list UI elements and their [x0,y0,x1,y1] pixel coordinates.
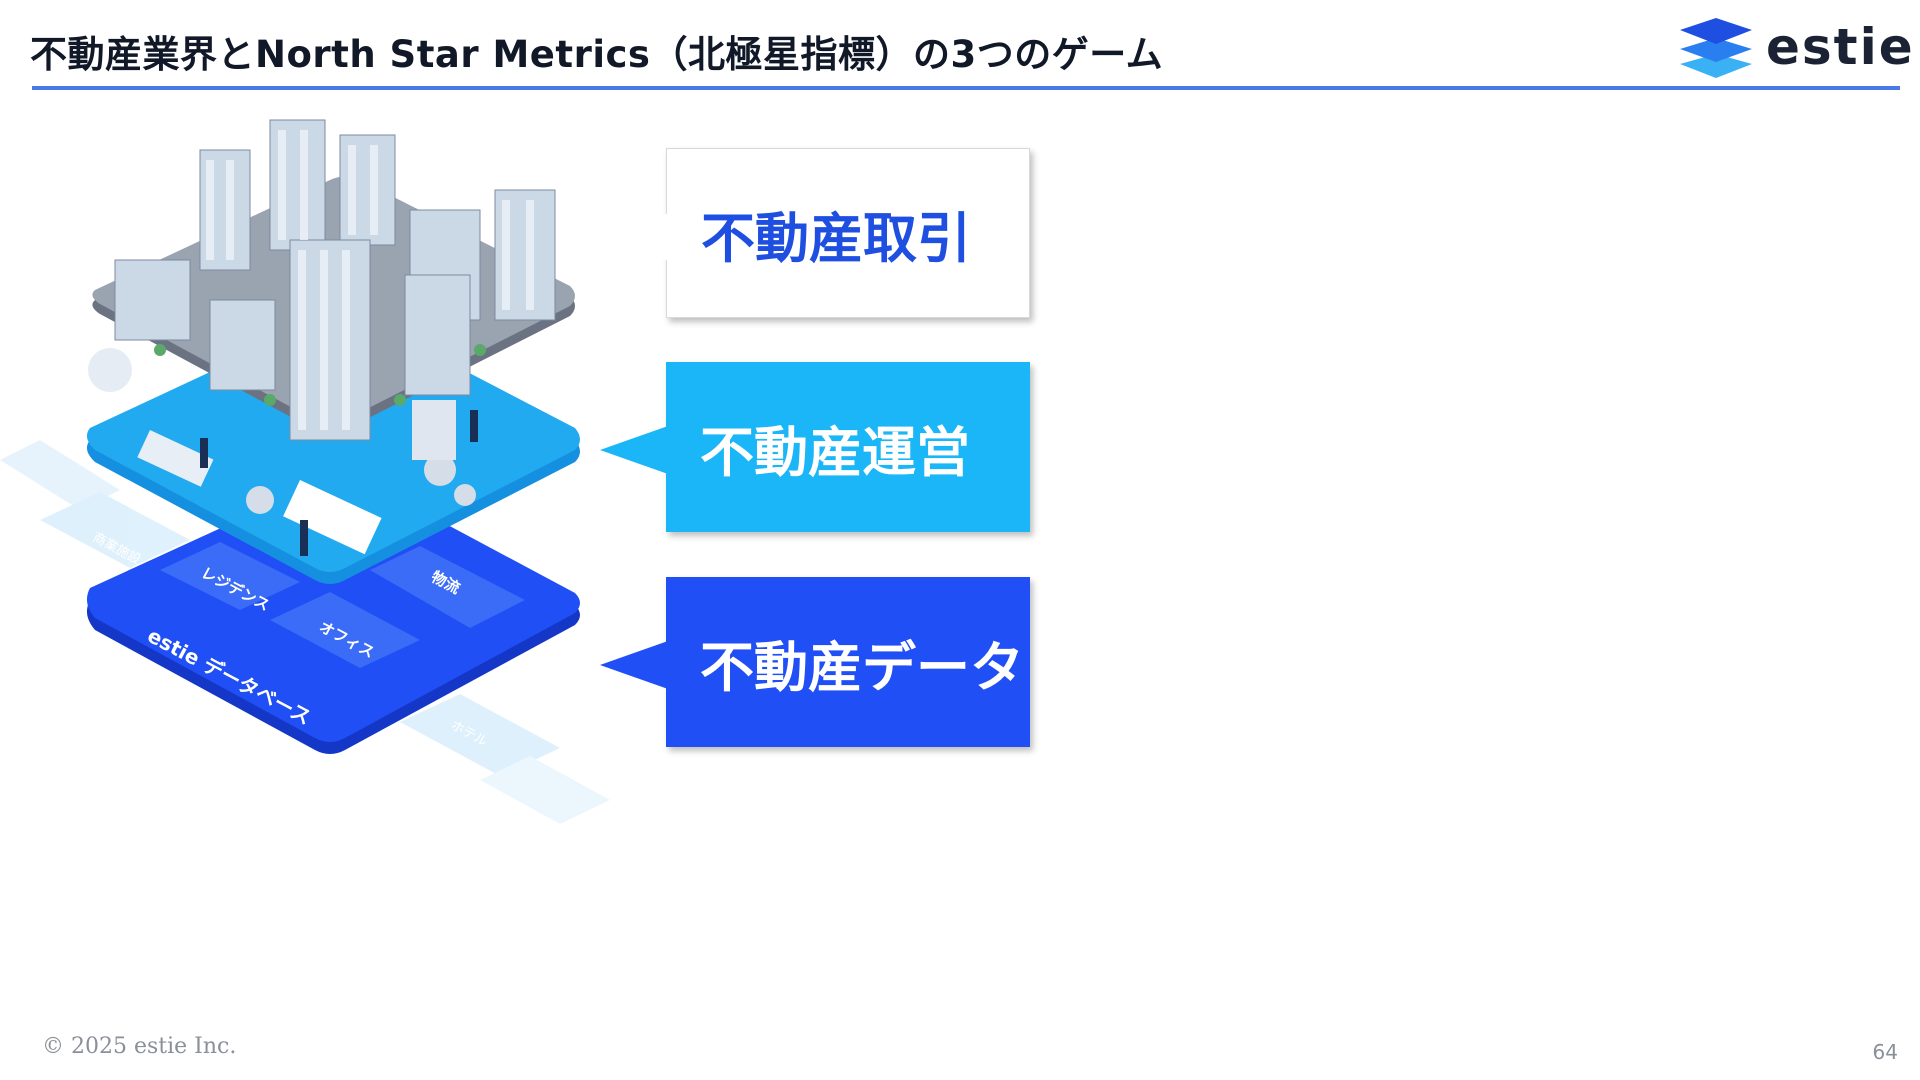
callout-label: 不動産運営 [700,408,970,487]
real-estate-layers-illustration: 商業施設 ホテル レジデンス 物流 オフィス estie データベース [0,100,640,830]
header-divider [32,86,1900,90]
page-number: 64 [1873,1040,1898,1064]
estie-layers-icon [1676,14,1756,80]
callout-real-estate-transaction: 不動産取引 [666,148,1030,318]
callout-label: 不動産取引 [701,194,971,273]
copyright-notice: © 2025 estie Inc. [42,1034,236,1059]
slide-title: 不動産業界とNorth Star Metrics（北極星指標）の3つのゲーム [30,24,1163,78]
estie-logo: estie [1676,14,1915,80]
callout-real-estate-operation: 不動産運営 [666,362,1030,532]
logo-wordmark: estie [1766,18,1915,76]
callout-label: 不動産データ [700,623,1024,702]
callout-real-estate-data: 不動産データ [666,577,1030,747]
